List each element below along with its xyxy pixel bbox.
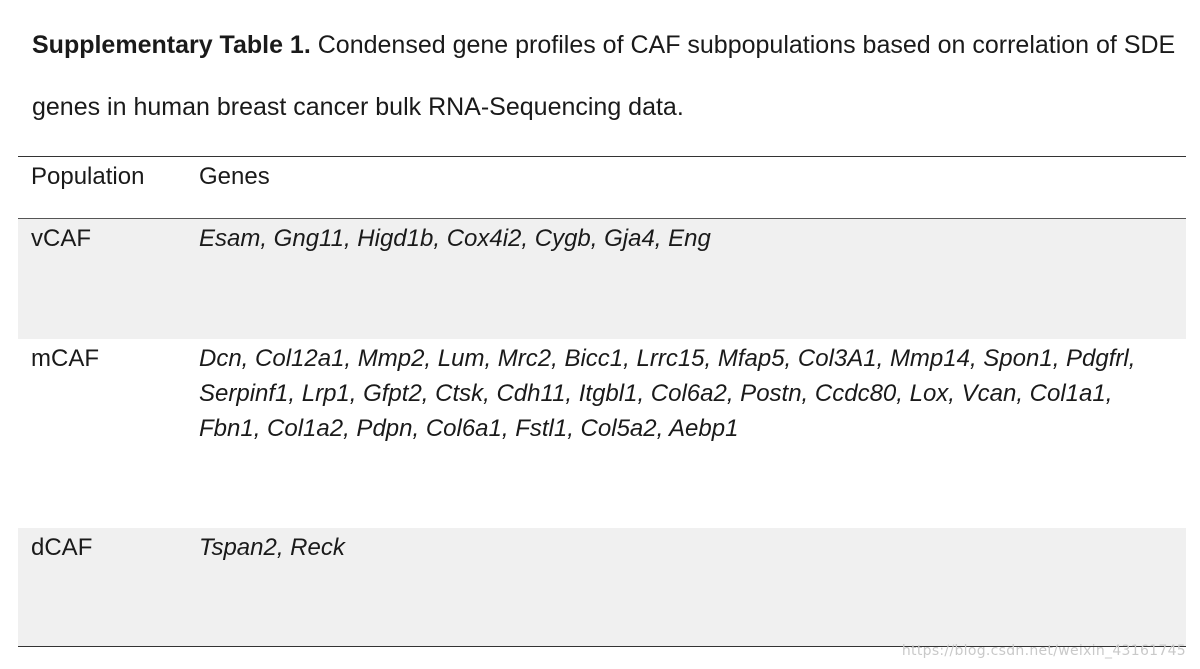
caption-text: Condensed gene profiles of CAF subpopula…: [32, 31, 1176, 121]
table-row-mcaf: mCAF Dcn, Col12a1, Mmp2, Lum, Mrc2, Bicc…: [18, 339, 1186, 528]
table-row-dcaf: dCAF Tspan2, Reck: [18, 528, 1186, 647]
header-genes: Genes: [199, 163, 270, 190]
gene-profile-table: Population Genes vCAF Esam, Gng11, Higd1…: [18, 156, 1186, 647]
caption-label: Supplementary Table 1.: [32, 31, 311, 59]
genes-cell: Tspan2, Reck: [199, 534, 345, 561]
genes-cell: Dcn, Col12a1, Mmp2, Lum, Mrc2, Bicc1, Lr…: [199, 345, 1136, 442]
table-row-vcaf: vCAF Esam, Gng11, Higd1b, Cox4i2, Cygb, …: [18, 219, 1186, 339]
population-cell: vCAF: [31, 225, 91, 252]
watermark-url: https://blog.csdn.net/weixin_43161745: [901, 643, 1186, 659]
table-top-rule: [18, 156, 1186, 157]
population-cell: mCAF: [31, 345, 99, 372]
table-header-row: Population Genes: [18, 157, 1186, 219]
population-cell: dCAF: [31, 534, 93, 561]
genes-cell: Esam, Gng11, Higd1b, Cox4i2, Cygb, Gja4,…: [199, 225, 711, 252]
header-population: Population: [31, 163, 145, 190]
table-caption: Supplementary Table 1. Condensed gene pr…: [32, 14, 1182, 138]
